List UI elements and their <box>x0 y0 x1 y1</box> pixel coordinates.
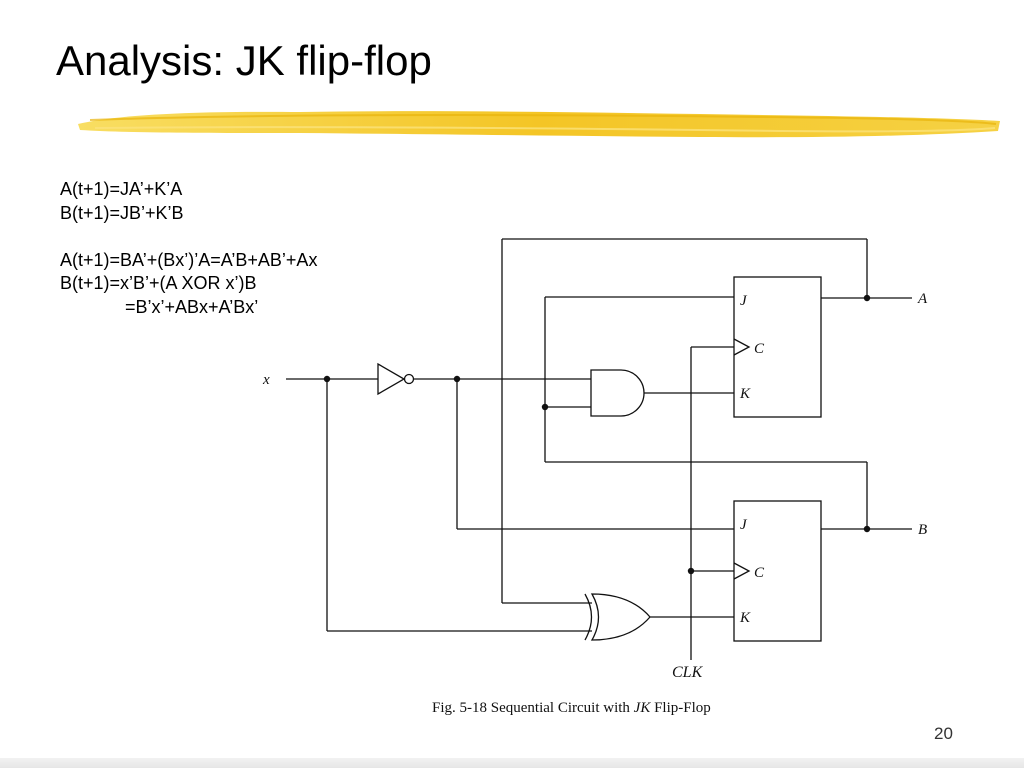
junction-dot <box>687 567 695 575</box>
caption-emphasis: JK <box>634 700 652 716</box>
footer-band <box>0 758 1024 768</box>
ff-b-j-pin: J <box>740 517 748 533</box>
clock-triangle-a <box>733 338 751 356</box>
and-gate <box>590 369 645 417</box>
equation-a-derived: A(t+1)=BA’+(Bx’)’A=A’B+AB’+Ax <box>60 249 318 270</box>
ff-a-c-pin: C <box>754 341 765 357</box>
output-b-label: B <box>918 522 927 538</box>
state-equations: A(t+1)=JA’+K’A B(t+1)=JB’+K’B A(t+1)=BA’… <box>60 178 317 319</box>
equation-b-general: B(t+1)=JB’+K’B <box>60 202 184 223</box>
title-underline-highlight <box>78 111 1000 138</box>
page-number: 20 <box>934 724 953 743</box>
figure-caption: Fig. 5-18 Sequential Circuit with JK Fli… <box>432 700 711 716</box>
input-x-label: x <box>262 372 270 388</box>
junction-dot <box>541 403 549 411</box>
inverter-gate <box>377 362 406 396</box>
clock-triangle-b <box>733 562 751 580</box>
junction-dot <box>453 375 461 383</box>
caption-suffix: Flip-Flop <box>650 700 710 716</box>
slide-title: Analysis: JK flip-flop <box>56 37 432 84</box>
caption-prefix: Fig. 5-18 Sequential Circuit with <box>432 700 634 716</box>
ff-b-k-pin: K <box>739 610 751 626</box>
equation-a-general: A(t+1)=JA’+K’A <box>60 179 183 199</box>
xor-gate-input-curve <box>584 593 593 641</box>
junction-dot <box>863 294 871 302</box>
equation-b-simplified: =B’x’+ABx+A’Bx’ <box>125 296 259 317</box>
ff-a-k-pin: K <box>739 386 751 402</box>
xor-gate <box>590 593 651 641</box>
clock-label: CLK <box>672 664 704 681</box>
ff-b-c-pin: C <box>754 565 765 581</box>
junction-dot <box>863 525 871 533</box>
output-a-label: A <box>917 291 928 307</box>
ff-a-j-pin: J <box>740 293 748 309</box>
equation-b-derived: B(t+1)=x’B’+(A XOR x’)B <box>60 273 257 293</box>
sequential-circuit-diagram: x A B J C K J C K CLK Fig. 5-18 Sequenti… <box>262 238 928 716</box>
junction-dot <box>323 375 331 383</box>
